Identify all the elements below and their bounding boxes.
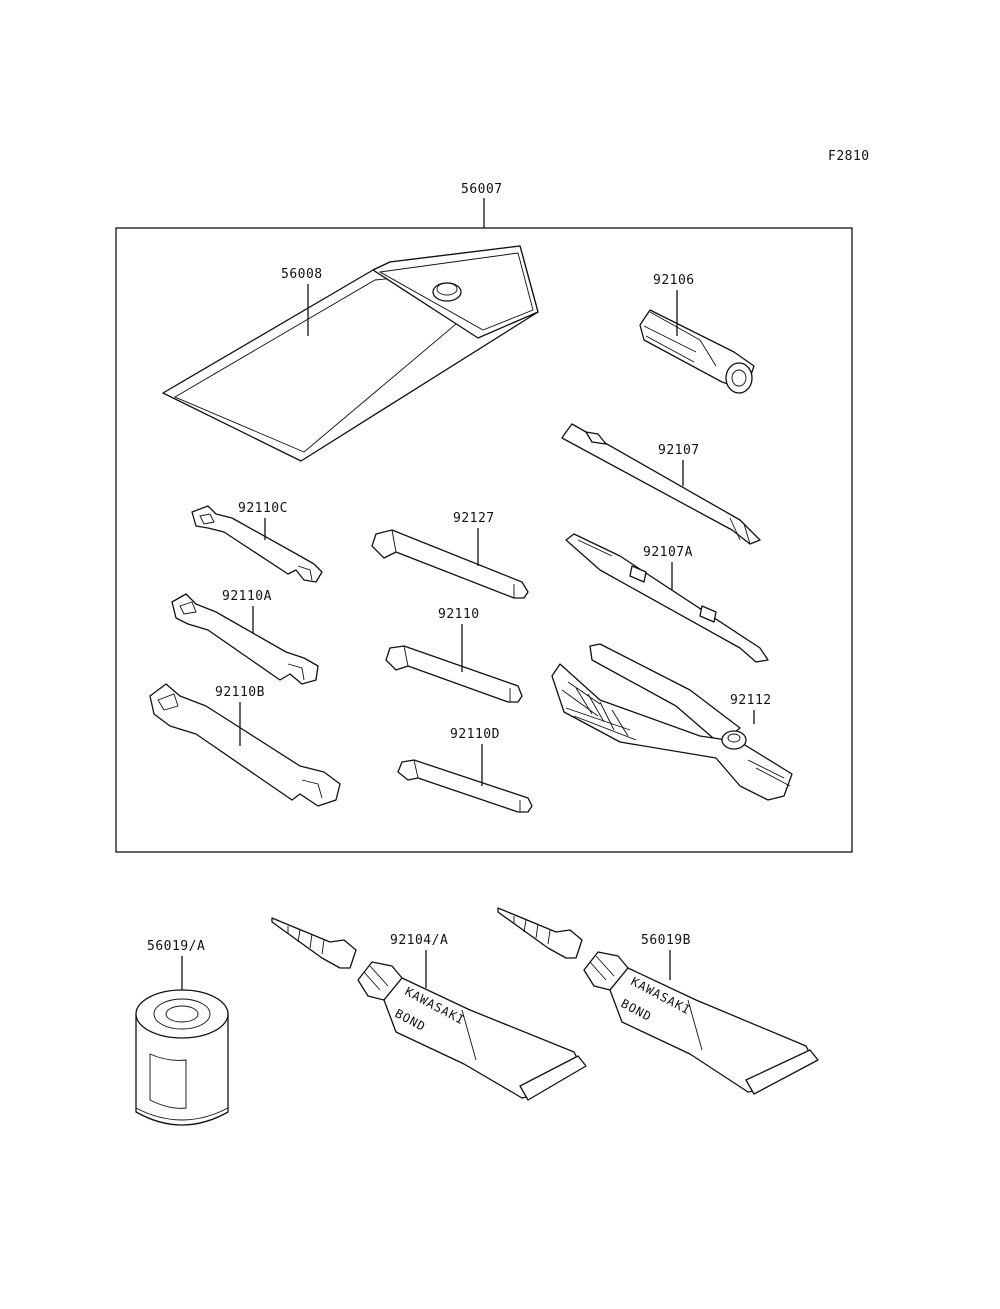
label-wrench-c: 92110C xyxy=(238,501,288,516)
label-tube-2: 56019B xyxy=(641,933,691,948)
bond-tube-1: KAWASAKI BOND xyxy=(271,917,587,1101)
label-case: 56008 xyxy=(281,267,323,282)
wrench-c xyxy=(191,505,323,583)
label-driver-b: 92107A xyxy=(643,545,693,560)
label-hex-mid: 92110 xyxy=(438,607,480,622)
kit-label: 56007 xyxy=(461,182,503,197)
label-pliers: 92112 xyxy=(730,693,772,708)
label-tube-1: 92104/A xyxy=(390,933,448,948)
hex-key-mid xyxy=(385,645,523,703)
grease-can xyxy=(135,989,229,1126)
tool-case xyxy=(162,245,539,462)
label-hex-small: 92110D xyxy=(450,727,500,742)
label-can: 56019/A xyxy=(147,939,205,954)
figure-code: F2810 xyxy=(828,149,870,164)
label-socket: 92106 xyxy=(653,273,695,288)
kit-frame xyxy=(115,227,853,853)
screwdriver-bit xyxy=(561,423,761,545)
label-hex-large: 92127 xyxy=(453,511,495,526)
screwdriver-bit-b xyxy=(565,533,769,663)
label-driver: 92107 xyxy=(658,443,700,458)
wrench-a xyxy=(171,593,319,685)
pliers xyxy=(551,643,793,801)
hex-key-large xyxy=(371,529,529,599)
wrench-b xyxy=(149,683,341,807)
hex-key-small xyxy=(397,759,533,813)
label-wrench-a: 92110A xyxy=(222,589,272,604)
socket-tool xyxy=(639,309,755,394)
label-wrench-b: 92110B xyxy=(215,685,265,700)
